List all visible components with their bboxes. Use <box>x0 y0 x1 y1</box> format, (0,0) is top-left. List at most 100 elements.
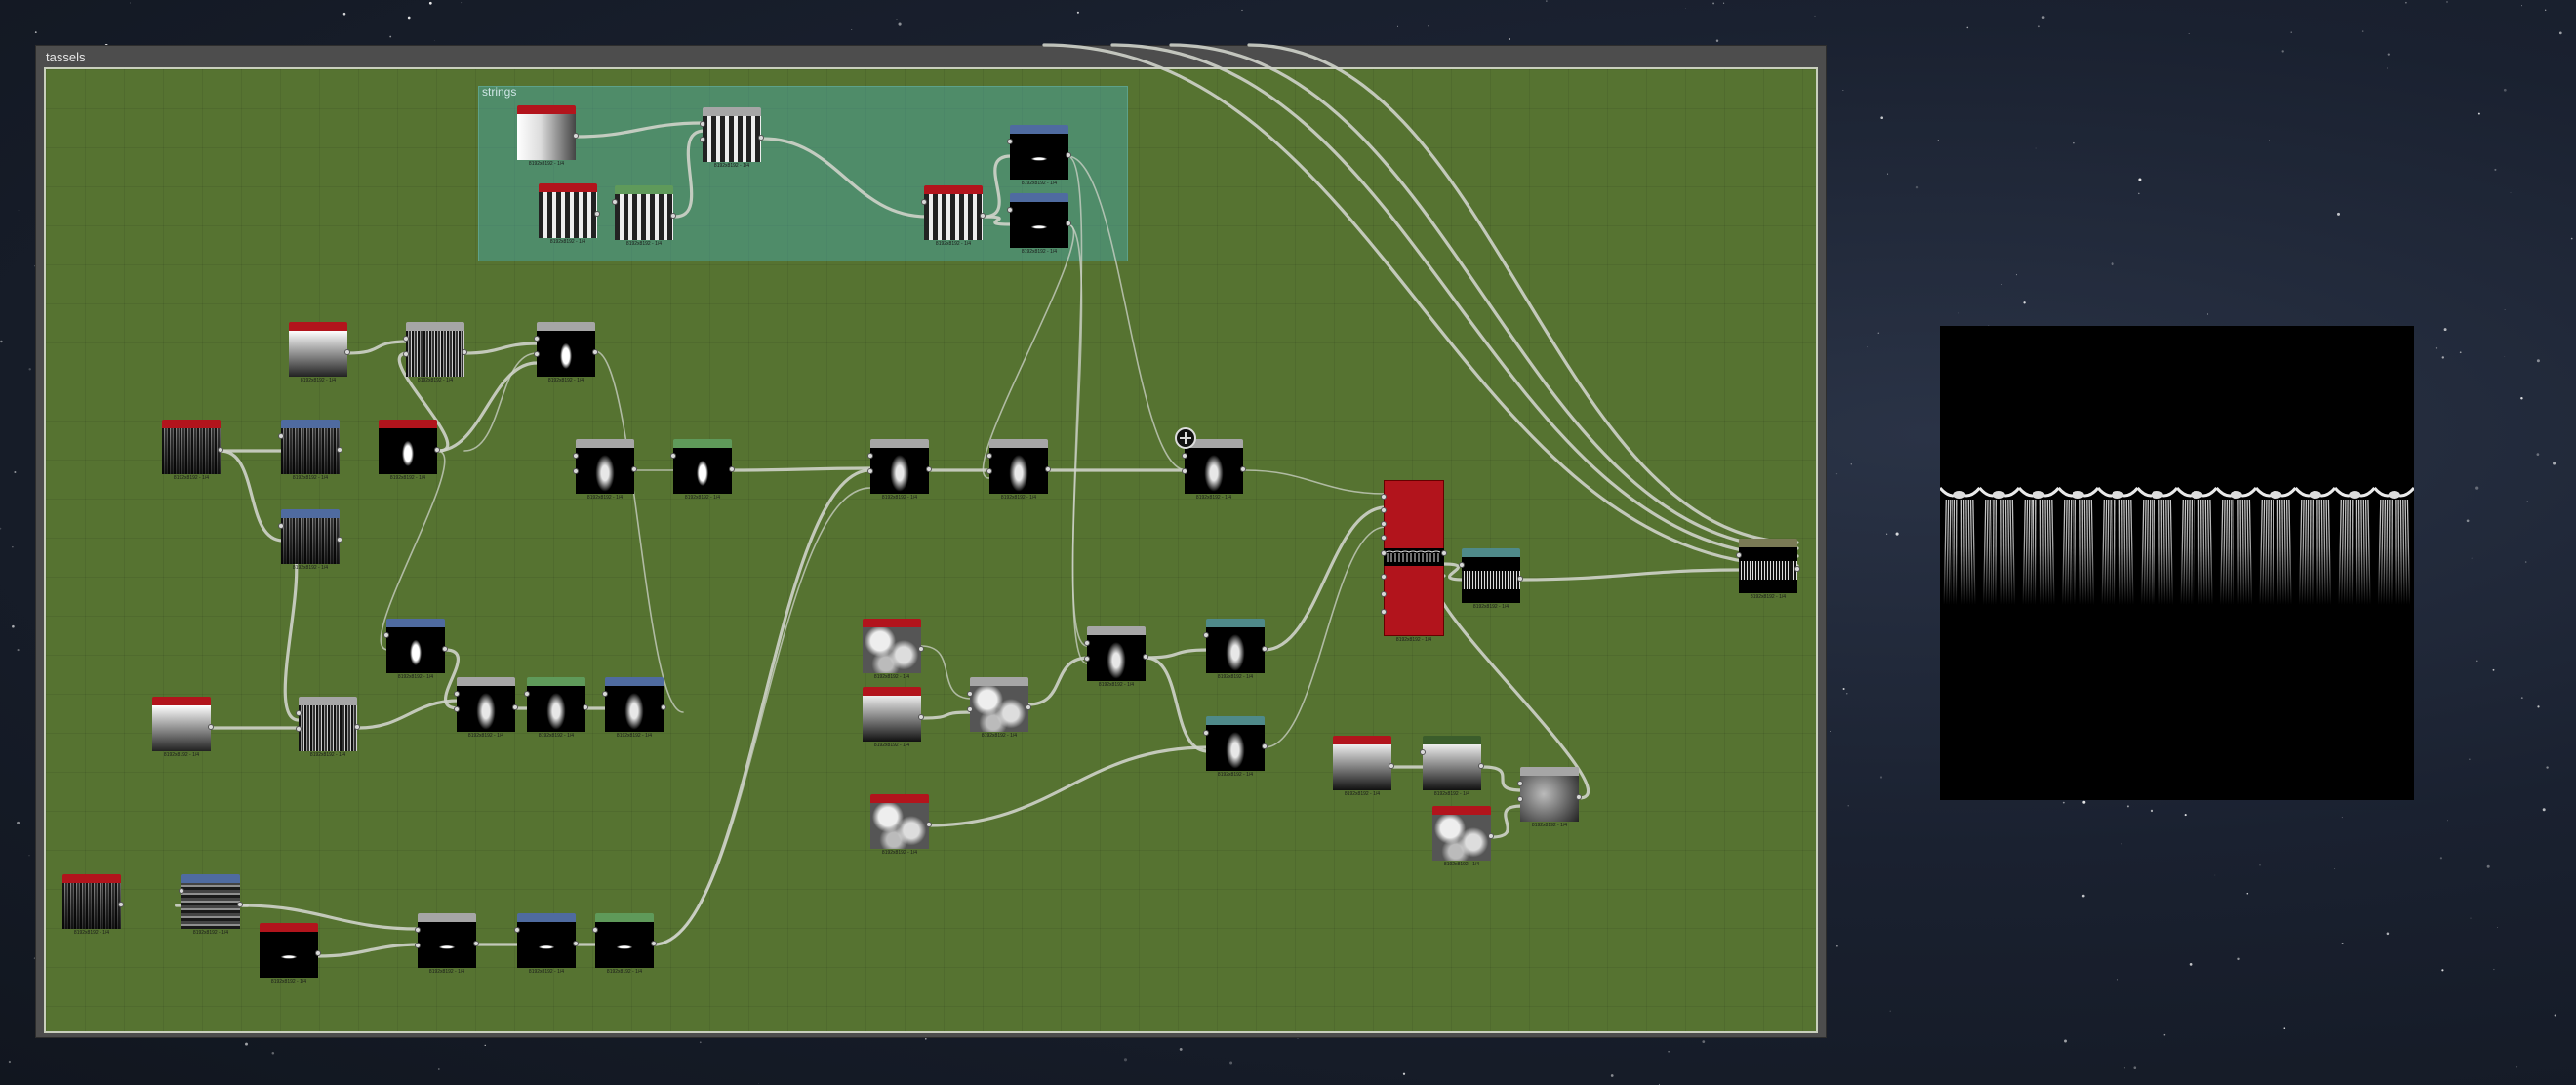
graph-node[interactable]: 8192x8192 - 1/4 <box>162 420 223 481</box>
input-port[interactable] <box>670 453 676 459</box>
output-port[interactable] <box>1389 763 1394 769</box>
graph-node[interactable]: 8192x8192 - 1/4 <box>454 677 518 739</box>
output-port[interactable] <box>1262 646 1268 652</box>
input-port[interactable] <box>1084 656 1090 662</box>
output-port[interactable] <box>573 133 579 139</box>
output-port[interactable] <box>1143 654 1148 660</box>
input-port[interactable] <box>573 453 579 459</box>
input-port[interactable] <box>1203 632 1209 638</box>
output-port[interactable] <box>1045 466 1051 472</box>
graph-node[interactable]: 8192x8192 - 1/4 <box>152 697 214 758</box>
graph-node[interactable]: 8192x8192 - 1/4 <box>1182 439 1246 501</box>
output-port[interactable] <box>218 447 223 453</box>
output-port[interactable] <box>1517 576 1523 582</box>
output-port[interactable] <box>337 537 342 542</box>
input-port[interactable] <box>921 199 927 205</box>
input-port[interactable] <box>573 468 579 474</box>
graph-node[interactable]: 8192x8192 - 1/4 <box>1432 806 1494 867</box>
output-port[interactable] <box>1478 763 1484 769</box>
output-port[interactable] <box>1794 566 1800 572</box>
input-port[interactable] <box>1420 749 1426 755</box>
graph-node[interactable]: 8192x8192 - 1/4 <box>967 677 1031 739</box>
output-port[interactable] <box>980 213 986 219</box>
graph-node[interactable]: 8192x8192 - 1/4 <box>1203 619 1268 680</box>
output-port[interactable] <box>583 704 588 710</box>
graph-node[interactable]: 8192x8192 - 1/4 <box>1084 626 1148 688</box>
output-port[interactable] <box>118 902 124 907</box>
output-port[interactable] <box>594 211 600 217</box>
input-port[interactable] <box>278 523 284 529</box>
input-port[interactable] <box>296 726 302 732</box>
output-port[interactable] <box>1576 794 1582 800</box>
graph-node[interactable]: 8192x8192 - 1/4 <box>383 619 448 680</box>
graph-node[interactable]: 8192x8192 - 1/4 <box>278 420 342 481</box>
graph-node[interactable]: 8192x8192 - 1/4 <box>539 183 600 245</box>
graph-node[interactable]: 8192x8192 - 1/4 <box>260 923 321 985</box>
output-port[interactable] <box>573 941 579 946</box>
output-port[interactable] <box>918 714 924 720</box>
graph-node[interactable]: 8192x8192 - 1/4 <box>863 687 924 748</box>
graph-node[interactable]: 8192x8192 - 1/4 <box>1333 736 1394 797</box>
graph-node[interactable]: 8192x8192 - 1/4 <box>179 874 243 936</box>
graph-node[interactable]: 8192x8192 - 1/4 <box>921 185 986 247</box>
input-port[interactable] <box>1084 640 1090 646</box>
output-port[interactable] <box>729 466 735 472</box>
output-port[interactable] <box>1026 704 1031 710</box>
output-port[interactable] <box>434 447 440 453</box>
input-port[interactable] <box>454 691 460 697</box>
input-port[interactable] <box>1517 796 1523 802</box>
input-port[interactable] <box>1381 507 1387 513</box>
input-port[interactable] <box>1182 468 1187 474</box>
graph-node[interactable]: 8192x8192 - 1/4 <box>1007 125 1071 186</box>
input-port[interactable] <box>602 691 608 697</box>
output-port[interactable] <box>237 902 243 907</box>
output-port[interactable] <box>1441 550 1447 556</box>
input-port[interactable] <box>415 927 421 933</box>
output-port[interactable] <box>315 950 321 956</box>
input-port[interactable] <box>1459 562 1465 568</box>
input-port[interactable] <box>1007 139 1013 144</box>
input-port[interactable] <box>612 199 618 205</box>
input-port[interactable] <box>454 706 460 712</box>
input-port[interactable] <box>383 632 389 638</box>
output-port[interactable] <box>512 704 518 710</box>
input-port[interactable] <box>415 943 421 948</box>
input-port[interactable] <box>296 710 302 716</box>
input-port[interactable] <box>986 453 992 459</box>
output-port[interactable] <box>208 724 214 730</box>
graph-node[interactable]: 8192x8192 - 1/4 <box>62 874 124 936</box>
graph-node[interactable]: 8192x8192 - 1/4 <box>670 439 735 501</box>
graph-node[interactable]: 8192x8192 - 1/4 <box>592 913 657 975</box>
input-port[interactable] <box>1381 521 1387 527</box>
graph-node[interactable]: 8192x8192 - 1/4 <box>700 107 764 169</box>
input-port[interactable] <box>1381 550 1387 556</box>
preview-2d-view[interactable] <box>1938 326 2416 800</box>
input-port[interactable] <box>1381 535 1387 541</box>
input-port[interactable] <box>967 706 973 712</box>
input-port[interactable] <box>179 888 184 894</box>
output-port[interactable] <box>758 135 764 141</box>
output-port[interactable] <box>1066 221 1071 226</box>
node-tile-generator[interactable]: 8192x8192 - 1/4 <box>1381 480 1447 644</box>
input-port[interactable] <box>1736 552 1742 558</box>
output-port[interactable] <box>670 213 676 219</box>
input-port[interactable] <box>534 336 540 342</box>
input-port[interactable] <box>278 433 284 439</box>
output-port[interactable] <box>651 941 657 946</box>
graph-node[interactable]: 8192x8192 - 1/4 <box>986 439 1051 501</box>
graph-node[interactable]: 8192x8192 - 1/4 <box>863 619 924 680</box>
graph-node[interactable]: 8192x8192 - 1/4 <box>514 913 579 975</box>
output-port[interactable] <box>1488 833 1494 839</box>
input-port[interactable] <box>867 468 873 474</box>
output-port[interactable] <box>337 447 342 453</box>
graph-node[interactable]: 8192x8192 - 1/4 <box>602 677 666 739</box>
output-port[interactable] <box>473 941 479 946</box>
input-port[interactable] <box>700 121 705 127</box>
output-port[interactable] <box>926 822 932 827</box>
graph-node[interactable]: 8192x8192 - 1/4 <box>1517 767 1582 828</box>
graph-node[interactable]: 8192x8192 - 1/4 <box>296 697 360 758</box>
input-port[interactable] <box>867 453 873 459</box>
output-port[interactable] <box>442 646 448 652</box>
output-port[interactable] <box>661 704 666 710</box>
input-port[interactable] <box>1203 730 1209 736</box>
